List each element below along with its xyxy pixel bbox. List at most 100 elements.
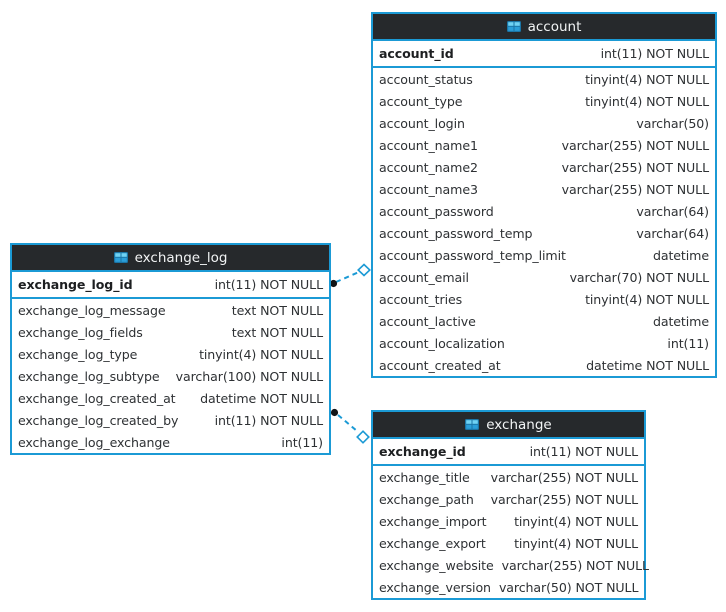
column-name: exchange_export	[379, 535, 486, 551]
table-header[interactable]: exchange	[373, 412, 644, 439]
table-icon	[506, 21, 521, 32]
column-type: datetime NOT NULL	[586, 357, 709, 373]
column-row: exchange_log_subtype varchar(100) NOT NUL…	[12, 365, 329, 387]
column-name: account_type	[379, 93, 463, 109]
column-name: account_lactive	[379, 313, 476, 329]
column-name: account_created_at	[379, 357, 501, 373]
table-figure-exchange[interactable]: exchange exchange_id int(11) NOT NULL exc…	[371, 410, 649, 600]
column-name: account_password_temp_limit	[379, 247, 566, 263]
column-row: account_password_temp_limit datetime	[373, 244, 715, 266]
column-name: account_id	[379, 46, 454, 61]
column-name: account_email	[379, 269, 469, 285]
column-row: exchange_path varchar(255) NOT NULL	[373, 488, 644, 510]
column-row: exchange_website varchar(255) NOT NULL	[373, 554, 649, 576]
column-type: tinyint(4) NOT NULL	[199, 346, 323, 362]
column-row: exchange_log_created_at datetime NOT NULL	[12, 387, 329, 409]
column-type: int(11) NOT NULL	[529, 444, 638, 459]
column-name: account_localization	[379, 335, 505, 351]
column-name: exchange_version	[379, 579, 491, 595]
column-name: exchange_log_id	[18, 277, 133, 292]
column-type: varchar(255) NOT NULL	[561, 137, 709, 153]
column-name: exchange_path	[379, 491, 474, 507]
column-name: exchange_log_message	[18, 302, 166, 318]
table-title: exchange	[486, 416, 552, 433]
column-type: varchar(50)	[636, 115, 709, 131]
column-row: account_email varchar(70) NOT NULL	[373, 266, 715, 288]
column-name: exchange_log_created_by	[18, 412, 179, 428]
table-figure-account[interactable]: account account_id int(11) NOT NULL accou…	[371, 12, 717, 378]
column-type: datetime	[652, 313, 709, 329]
primary-key-section: exchange_id int(11) NOT NULL	[373, 439, 644, 466]
column-type: int(11) NOT NULL	[600, 46, 709, 61]
column-name: account_password	[379, 203, 494, 219]
column-type: varchar(100) NOT NULL	[175, 368, 323, 384]
primary-key-section: exchange_log_id int(11) NOT NULL	[12, 272, 329, 299]
column-type: tinyint(4) NOT NULL	[585, 71, 709, 87]
table-figure-exchange-log[interactable]: exchange_log exchange_log_id int(11) NOT …	[10, 243, 331, 455]
column-name: exchange_log_subtype	[18, 368, 160, 384]
column-type: tinyint(4) NOT NULL	[585, 291, 709, 307]
relationship-exchange-log-account[interactable]	[329, 263, 371, 288]
column-name: exchange_id	[379, 444, 466, 459]
column-name: exchange_website	[379, 557, 494, 573]
column-type: varchar(255) NOT NULL	[561, 181, 709, 197]
relationship-many-end-dot	[330, 408, 339, 417]
table-title: exchange_log	[134, 249, 228, 266]
column-row: account_localization int(11)	[373, 332, 715, 354]
relationship-exchange-log-exchange[interactable]	[330, 408, 370, 444]
column-row: account_type tinyint(4) NOT NULL	[373, 90, 715, 112]
column-type: varchar(255) NOT NULL	[561, 159, 709, 175]
column-type: varchar(255) NOT NULL	[490, 469, 638, 485]
primary-key-row: exchange_log_id int(11) NOT NULL	[12, 272, 329, 297]
column-type: varchar(64)	[636, 203, 709, 219]
column-row: account_status tinyint(4) NOT NULL	[373, 68, 715, 90]
column-name: exchange_log_created_at	[18, 390, 176, 406]
column-type: int(11) NOT NULL	[214, 412, 323, 428]
table-header[interactable]: account	[373, 14, 715, 41]
column-row: account_lactive datetime	[373, 310, 715, 332]
column-row: exchange_version varchar(50) NOT NULL	[373, 576, 644, 598]
column-type: varchar(255) NOT NULL	[490, 491, 638, 507]
column-row: account_login varchar(50)	[373, 112, 715, 134]
column-type: varchar(70) NOT NULL	[569, 269, 710, 285]
column-row: account_password varchar(64)	[373, 200, 715, 222]
column-type: int(11)	[281, 434, 323, 450]
column-name: account_name1	[379, 137, 478, 153]
column-row: exchange_export tinyint(4) NOT NULL	[373, 532, 644, 554]
column-name: exchange_title	[379, 469, 470, 485]
column-type: text NOT NULL	[231, 324, 323, 340]
column-type: tinyint(4) NOT NULL	[514, 535, 638, 551]
table-header[interactable]: exchange_log	[12, 245, 329, 272]
column-name: account_login	[379, 115, 465, 131]
table-icon	[465, 419, 480, 430]
primary-key-row: exchange_id int(11) NOT NULL	[373, 439, 644, 464]
column-name: account_name3	[379, 181, 478, 197]
column-name: account_status	[379, 71, 473, 87]
relationship-many-end-dot	[329, 279, 338, 288]
relationship-one-end-diamond	[356, 430, 370, 444]
column-row: account_created_at datetime NOT NULL	[373, 354, 715, 376]
relationship-one-end-diamond	[357, 263, 371, 277]
primary-key-row: account_id int(11) NOT NULL	[373, 41, 715, 66]
column-type: int(11)	[667, 335, 709, 351]
column-type: varchar(64)	[636, 225, 709, 241]
column-type: varchar(255) NOT NULL	[501, 557, 649, 573]
column-row: account_name3 varchar(255) NOT NULL	[373, 178, 715, 200]
column-row: exchange_title varchar(255) NOT NULL	[373, 466, 644, 488]
column-type: datetime	[652, 247, 709, 263]
column-type: int(11) NOT NULL	[214, 277, 323, 292]
column-type: datetime NOT NULL	[200, 390, 323, 406]
primary-key-section: account_id int(11) NOT NULL	[373, 41, 715, 68]
column-type: varchar(50) NOT NULL	[498, 579, 639, 595]
column-type: tinyint(4) NOT NULL	[585, 93, 709, 109]
